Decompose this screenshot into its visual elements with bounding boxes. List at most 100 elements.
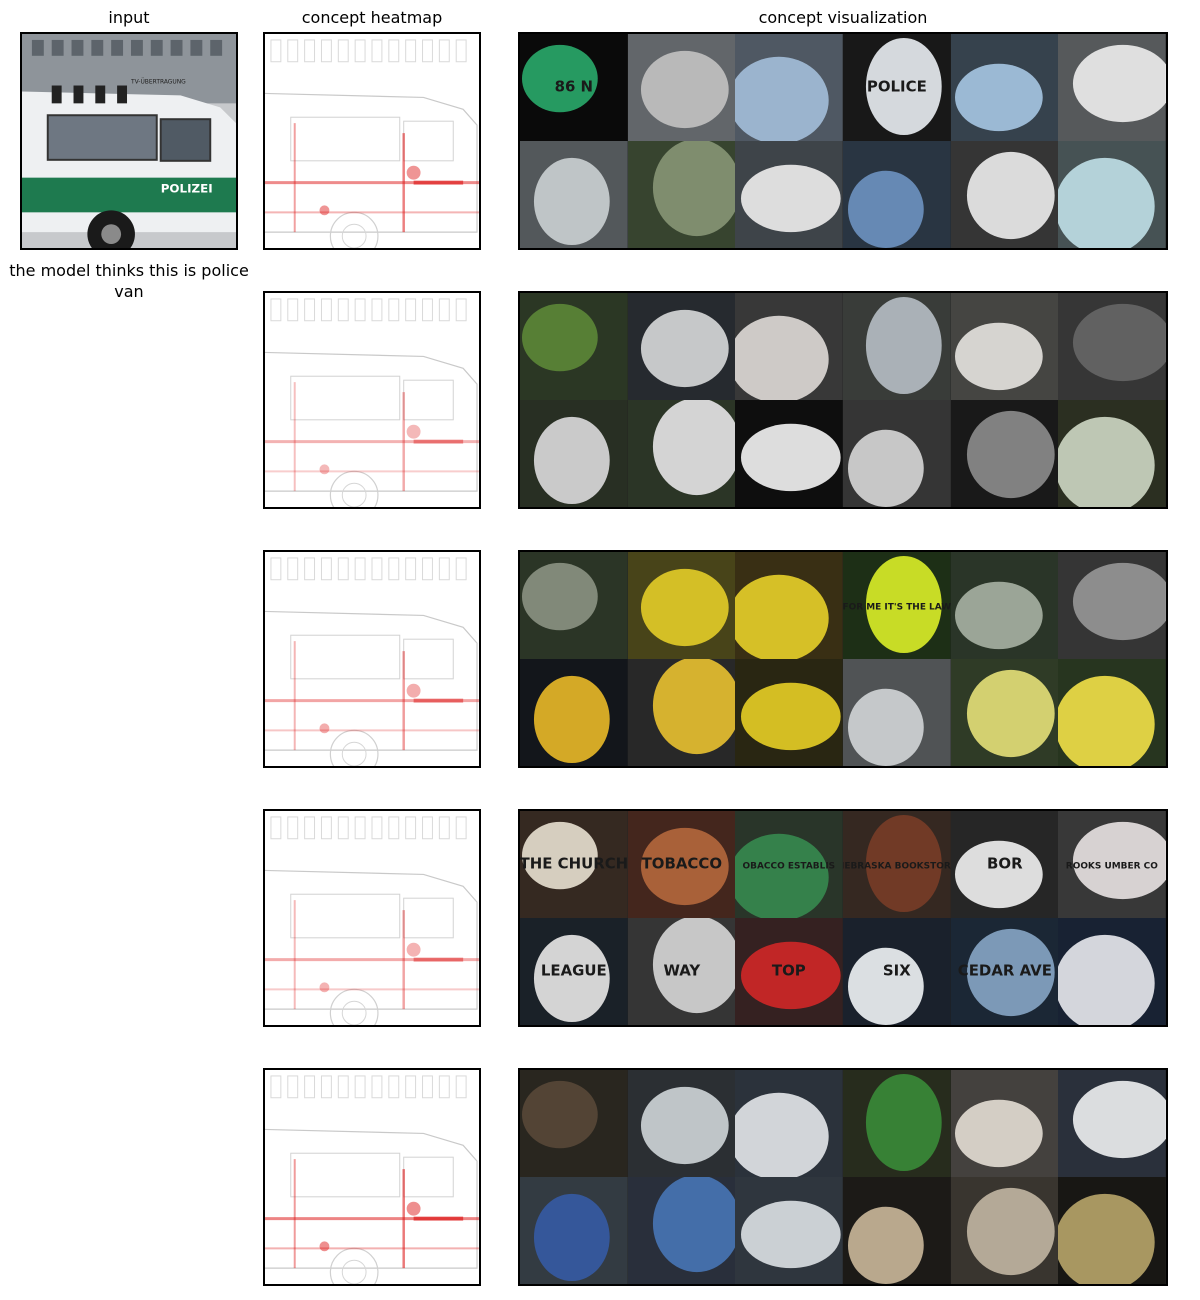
concept-patch-image [627,1070,736,1177]
concept-patch-text: LEAGUE [541,962,607,980]
concept-patch-image: TOP [735,918,843,1025]
concept-patch [1058,141,1166,248]
concept-patch-image [842,1177,951,1284]
concept-patch-image [627,659,736,766]
concept-patch [842,400,951,507]
concept-visualization-grid: THE CHURCH TOBACCO OBACCO ESTABLIS NEBRASKA… [518,809,1168,1027]
concept-patch: POLICE [842,34,951,141]
concept-patch: TOBACCO [627,811,736,918]
concept-patch-text: TOBACCO [641,855,721,873]
concept-visualization-grid [518,291,1168,509]
concept-patch [735,1177,843,1284]
heatmap-sketch [265,816,479,1025]
concept-patch [627,659,736,766]
concept-patch-image [950,293,1059,400]
concept-patch-image: OBACCO ESTABLIS [735,811,843,918]
concept-patch [950,552,1059,659]
concept-patch-image [520,1070,628,1177]
concept-patch-text: ROOKS UMBER CO [1066,861,1158,871]
concept-heatmap [263,1068,481,1286]
concept-patch-image: SIX [842,918,951,1025]
concept-patch [842,141,951,248]
concept-patch-image [735,400,843,507]
concept-patch-image [1058,552,1166,659]
concept-patch-image [627,552,736,659]
heatmap-sketch [265,557,479,766]
concept-patch [842,659,951,766]
visualization-column-title: concept visualization [758,8,928,27]
concept-patch-image [1058,1070,1166,1177]
concept-patch: ROOKS UMBER CO [1058,811,1166,918]
concept-patch-image [1058,141,1166,248]
concept-patch-image [1058,293,1166,400]
concept-patch-image [1058,659,1166,766]
concept-patch-image [520,1177,628,1284]
concept-patch-text: BOR [987,855,1023,873]
prediction-caption: the model thinks this is police van [9,261,249,301]
concept-patch: WAY [627,918,736,1025]
concept-patch [842,1070,951,1177]
concept-patch-image [842,141,951,248]
police-van-illustration: POLIZEI TV-ÜBERTRAGUNG [22,34,236,248]
concept-patch-image: FOR ME IT'S THE LAW [842,552,951,659]
van-text-polizei: POLIZEI [161,182,213,196]
concept-patch [842,1177,951,1284]
concept-patch [520,141,628,248]
concept-patch [735,552,843,659]
concept-patch [842,293,951,400]
concept-patch-image [842,659,951,766]
concept-patch [627,1070,736,1177]
concept-patch [735,400,843,507]
concept-patch-text: 86 N [555,78,593,96]
concept-patch-image [950,659,1059,766]
heatmap-column-title: concept heatmap [301,8,443,27]
concept-patch-image [1058,34,1166,141]
concept-heatmap [263,32,481,250]
concept-patch [1058,293,1166,400]
concept-patch-image: WAY [627,918,736,1025]
concept-patch-image [520,400,628,507]
concept-patch [735,1070,843,1177]
concept-patch-text: TOP [772,962,806,980]
concept-patch-text: CEDAR AVE [957,962,1051,980]
concept-patch-image: BOR [950,811,1059,918]
concept-patch [950,400,1059,507]
concept-patch [950,141,1059,248]
concept-patch [950,659,1059,766]
concept-patch [735,34,843,141]
concept-patch: THE CHURCH [520,811,628,918]
concept-patch: CEDAR AVE [950,918,1059,1025]
concept-patch: TOP [735,918,843,1025]
concept-patch-image [950,400,1059,507]
concept-patch-image [842,293,951,400]
concept-patch-image: NEBRASKA BOOKSTORE [842,811,951,918]
concept-patch-image [520,659,628,766]
concept-patch [520,1177,628,1284]
concept-patch: FOR ME IT'S THE LAW [842,552,951,659]
concept-patch-image [842,400,951,507]
concept-patch-text: SIX [883,962,911,980]
concept-patch [950,293,1059,400]
concept-patch [627,552,736,659]
concept-patch-image [1058,1177,1166,1284]
concept-patch-image: POLICE [842,34,951,141]
concept-patch-image [735,1070,843,1177]
concept-patch [520,293,628,400]
concept-visualization-grid: FOR ME IT'S THE LAW [518,550,1168,768]
concept-patch [627,400,736,507]
concept-patch [520,400,628,507]
van-text-roof: TV-ÜBERTRAGUNG [130,79,186,86]
concept-patch-image: THE CHURCH [520,811,628,918]
concept-patch-text: FOR ME IT'S THE LAW [843,602,951,612]
concept-patch-text: OBACCO ESTABLIS [743,861,836,871]
concept-patch: LEAGUE [520,918,628,1025]
concept-patch: NEBRASKA BOOKSTORE [842,811,951,918]
concept-heatmap [263,550,481,768]
concept-patch-image [520,552,628,659]
concept-patch [1058,659,1166,766]
concept-patch [1058,34,1166,141]
concept-heatmap [263,291,481,509]
concept-patch-image [950,141,1059,248]
input-column-title: input [108,8,150,27]
concept-patch [950,34,1059,141]
